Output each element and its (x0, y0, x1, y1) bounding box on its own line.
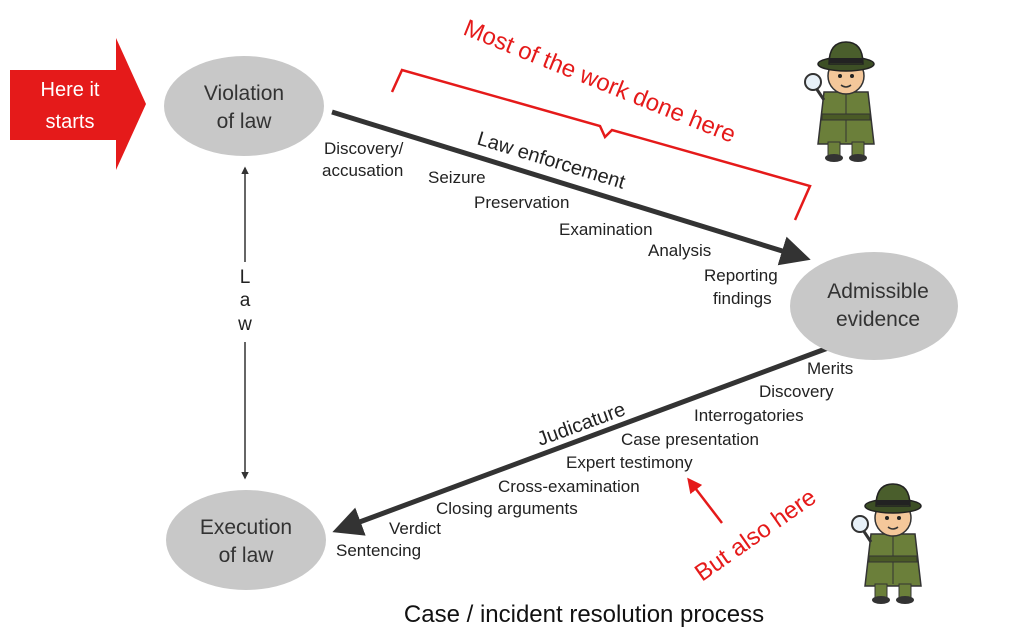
also-here-annotation: But also here (690, 484, 821, 587)
le-step-discovery: Discovery/ (324, 139, 404, 158)
most-work-annotation: Most of the work done here (460, 15, 740, 149)
jd-step-closing-arguments: Closing arguments (436, 499, 578, 518)
node-execution-line-2: of law (219, 544, 275, 567)
law-letter-a: a (240, 290, 251, 311)
jd-step-discovery: Discovery (759, 382, 834, 401)
jd-step-case-presentation: Case presentation (621, 430, 759, 449)
start-arrow-label-1: Here it (41, 79, 100, 101)
node-admissible-line-1: Admissible (827, 280, 929, 303)
detective-icon (803, 40, 876, 164)
most-work-bracket (390, 68, 812, 221)
le-step-examination: Examination (559, 220, 653, 239)
start-arrow: Here it starts (10, 38, 146, 170)
also-here-arrow (687, 477, 723, 524)
diagram-caption: Case / incident resolution process (404, 601, 764, 628)
node-violation-line-1: Violation (204, 82, 284, 105)
node-violation-of-law: Violation of law (164, 56, 324, 156)
le-step-seizure: Seizure (428, 168, 486, 187)
jd-step-merits: Merits (807, 359, 853, 378)
node-admissible-evidence: Admissible evidence (790, 252, 958, 360)
detective-icon (850, 482, 923, 606)
start-arrow-label-2: starts (46, 111, 95, 133)
jd-step-expert-testimony: Expert testimony (566, 453, 693, 472)
law-axis: L a w (237, 166, 252, 480)
node-violation-line-2: of law (217, 110, 273, 133)
jd-step-verdict: Verdict (389, 519, 441, 538)
le-step-reporting: Reporting (704, 266, 778, 285)
jd-step-interrogatories: Interrogatories (694, 406, 804, 425)
law-letter-w: w (237, 314, 252, 335)
judicature-arrow (332, 345, 829, 536)
le-step-preservation: Preservation (474, 193, 569, 212)
node-execution-line-1: Execution (200, 516, 292, 539)
law-enforcement-arrow (331, 109, 811, 266)
le-step-analysis: Analysis (648, 241, 711, 260)
node-admissible-line-2: evidence (836, 308, 920, 331)
le-step-accusation: accusation (322, 161, 403, 180)
le-step-findings: findings (713, 289, 772, 308)
node-execution-of-law: Execution of law (166, 490, 326, 590)
judicature-title: Judicature (534, 398, 628, 450)
jd-step-sentencing: Sentencing (336, 541, 421, 560)
law-letter-l: L (240, 267, 251, 288)
jd-step-cross-examination: Cross-examination (498, 477, 640, 496)
